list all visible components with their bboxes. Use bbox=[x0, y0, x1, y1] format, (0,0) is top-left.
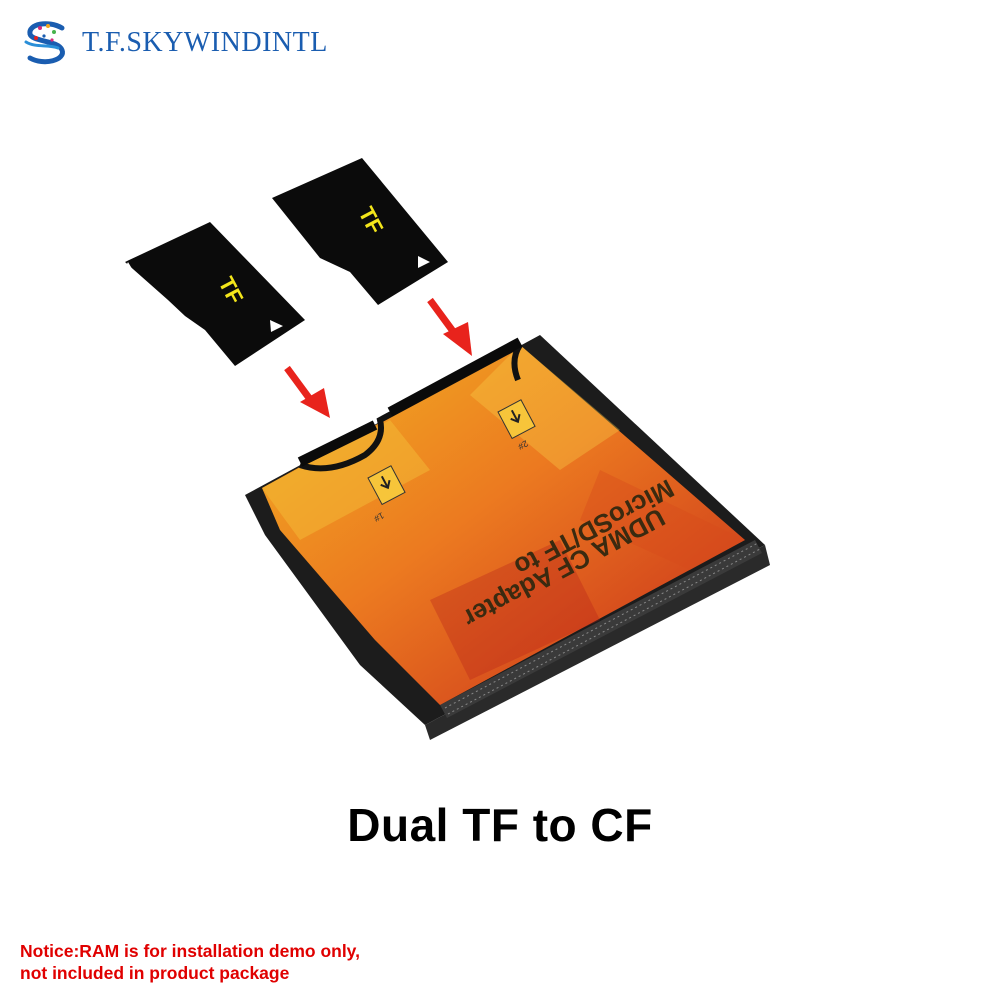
tf-card-left: TF bbox=[124, 222, 305, 366]
notice-line1: Notice:RAM is for installation demo only… bbox=[20, 941, 360, 961]
arrow-down-left-icon bbox=[284, 365, 330, 418]
slot2-label: 2# bbox=[516, 438, 530, 452]
s-swirl-logo-icon bbox=[24, 21, 65, 65]
tf-card-right: TF bbox=[272, 158, 448, 305]
arrow-down-right-icon bbox=[427, 297, 472, 356]
slot1-icon bbox=[367, 465, 406, 506]
brand-header: T.F.SKYWINDINTL bbox=[18, 18, 328, 68]
connector-pins bbox=[440, 540, 762, 718]
slot1-label: 1# bbox=[372, 510, 386, 524]
cf-adapter: 1# 2# MicroSD/TF to UDMA CF Adapter bbox=[245, 335, 770, 740]
notice-line2: not included in product package bbox=[20, 963, 290, 983]
notice: Notice:RAM is for installation demo only… bbox=[20, 940, 360, 984]
slot2-icon bbox=[497, 399, 536, 440]
brand-name: T.F.SKYWINDINTL bbox=[82, 27, 328, 58]
headline: Dual TF to CF bbox=[347, 799, 653, 851]
